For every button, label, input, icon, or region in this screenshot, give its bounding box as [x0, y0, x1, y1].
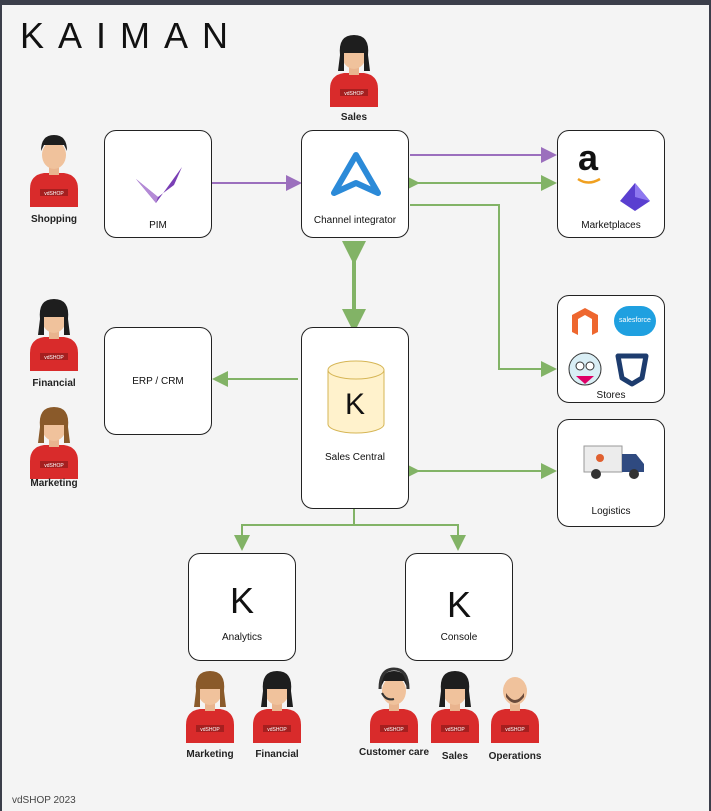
- person-operations-label: Operations: [488, 751, 542, 762]
- amazon-smile-icon: [577, 177, 601, 184]
- svg-text:vdSHOP: vdSHOP: [445, 727, 465, 733]
- person-sales-top-label: Sales: [340, 112, 368, 123]
- svg-text:vdSHOP: vdSHOP: [267, 727, 287, 733]
- salesforce-icon: salesforce: [614, 306, 656, 336]
- kaiman-logo: KAIMAN: [20, 15, 243, 56]
- person-sales-bottom: vdSHOP: [429, 667, 481, 743]
- prestashop-icon: [568, 352, 602, 386]
- person-marketing-bottom-label: Marketing: [186, 749, 234, 760]
- channel-integrator-box: Channel integrator: [301, 130, 409, 238]
- stores-label: Stores: [596, 390, 626, 401]
- arrow-salescentral-analytics: [234, 509, 355, 551]
- person-customer-care-label: Customer care: [358, 747, 430, 758]
- truck-icon: [583, 445, 644, 479]
- svg-text:vdSHOP: vdSHOP: [200, 727, 220, 733]
- arrow-channel-stores: [410, 204, 557, 377]
- gem-logo-icon: [620, 183, 650, 211]
- person-marketing-left: vdSHOP: [28, 403, 80, 479]
- arrow-salescentral-console: [354, 524, 466, 551]
- marketplaces-label: Marketplaces: [581, 220, 641, 231]
- svg-text:vdSHOP: vdSHOP: [44, 463, 64, 469]
- analytics-label: Analytics: [221, 632, 262, 643]
- person-sales-bottom-label: Sales: [441, 751, 469, 762]
- svg-text:vdSHOP: vdSHOP: [44, 355, 64, 361]
- person-icon: vdSHOP: [30, 407, 78, 479]
- pim-label: PIM: [149, 220, 167, 231]
- svg-text:vdSHOP: vdSHOP: [44, 191, 64, 197]
- person-shopping: vdSHOP: [28, 131, 80, 207]
- person-financial-bottom-label: Financial: [255, 749, 299, 760]
- person-icon: vdSHOP: [253, 671, 301, 743]
- person-financial-left: vdSHOP: [28, 295, 80, 371]
- person-sales-top: vdSHOP: [328, 31, 380, 107]
- footer-copyright: vdSHOP 2023: [12, 795, 76, 806]
- stores-box: salesforce Stores: [557, 295, 665, 403]
- person-financial-bottom: vdSHOP: [251, 667, 303, 743]
- diagram-canvas: KAIMAN PIM Channel integrator a: [2, 5, 709, 811]
- amazon-logo-icon: a: [578, 137, 599, 178]
- person-icon: vdSHOP: [186, 671, 234, 743]
- person-customer-care: vdSHOP: [368, 667, 420, 743]
- svg-text:vdSHOP: vdSHOP: [384, 727, 404, 733]
- person-icon: vdSHOP: [491, 677, 539, 743]
- analytics-k-icon: K: [229, 580, 254, 621]
- person-marketing-left-label: Marketing: [30, 478, 78, 489]
- sales-central-label: Sales Central: [324, 452, 386, 463]
- console-k-icon: K: [446, 584, 471, 625]
- marketplaces-box: a Marketplaces: [557, 130, 665, 238]
- magento-icon: [572, 308, 598, 335]
- person-icon: vdSHOP: [30, 299, 78, 371]
- svg-text:vdSHOP: vdSHOP: [505, 727, 525, 733]
- sales-central-box: K Sales Central: [301, 327, 409, 509]
- person-icon: vdSHOP: [431, 671, 479, 743]
- person-icon: vdSHOP: [370, 667, 418, 743]
- erp-crm-box: ERP / CRM: [104, 327, 212, 435]
- analytics-box: K Analytics: [188, 553, 296, 661]
- person-marketing-bottom: vdSHOP: [184, 667, 236, 743]
- pim-box: PIM: [104, 130, 212, 238]
- person-shopping-label: Shopping: [30, 214, 78, 225]
- connectors: [210, 147, 557, 551]
- person-icon: vdSHOP: [30, 135, 78, 207]
- shield-store-icon: [615, 353, 649, 387]
- logistics-label: Logistics: [591, 506, 631, 517]
- pim-logo-icon: [136, 167, 182, 203]
- channel-integrator-icon: [331, 152, 381, 196]
- svg-text:vdSHOP: vdSHOP: [344, 91, 364, 97]
- console-box: K Console: [405, 553, 513, 661]
- kaiman-k-icon: K: [344, 388, 365, 421]
- person-icon: vdSHOP: [330, 35, 378, 107]
- person-financial-left-label: Financial: [32, 378, 76, 389]
- logistics-box: Logistics: [557, 419, 665, 527]
- erp-crm-label: ERP / CRM: [132, 376, 184, 387]
- person-operations: vdSHOP: [489, 667, 541, 743]
- channel-integrator-label: Channel integrator: [313, 215, 397, 226]
- console-label: Console: [440, 632, 478, 643]
- database-icon: [327, 360, 385, 434]
